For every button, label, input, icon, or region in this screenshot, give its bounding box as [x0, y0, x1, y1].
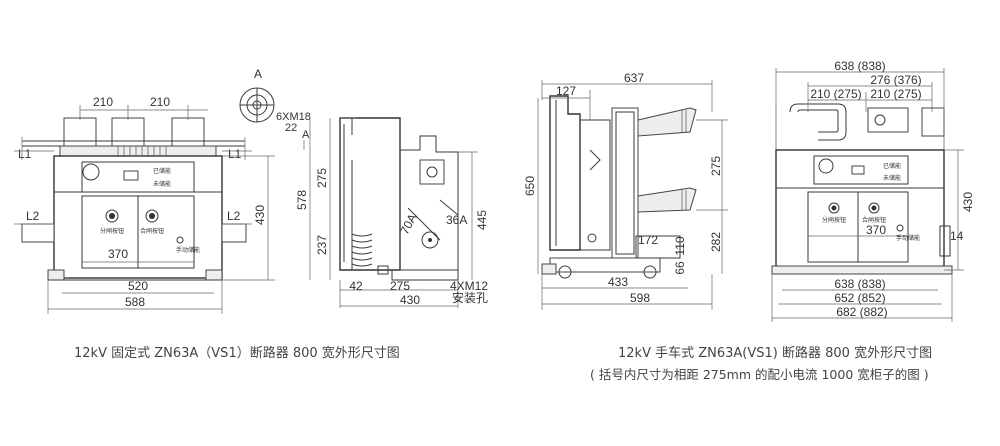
- side-mechanism: [400, 135, 459, 271]
- mid-dim-66: 66: [673, 261, 687, 275]
- dim-L1-left: L1: [18, 147, 32, 161]
- detail-a: A 6XM18 22 A: [239, 67, 311, 150]
- right-dim-638: 638 (838): [834, 59, 885, 73]
- detail-a-label: A: [254, 67, 262, 81]
- left-bottom-terminal: [21, 223, 55, 243]
- side-dim-578: 578: [295, 190, 309, 210]
- top-terminal-2: [111, 117, 145, 147]
- dim-430: 430: [253, 205, 267, 225]
- front-view-fixed: 已储能 未储能 分闸按钮 合闸按钮 手动储能 210 210 L1 L1: [14, 95, 275, 314]
- right-dim-210b: 210 (275): [870, 87, 921, 101]
- right-dim-370: 370: [866, 223, 886, 237]
- side-dim-275b: 275: [390, 279, 410, 293]
- dim-370: 370: [108, 247, 128, 261]
- trolley-front-panel: [549, 95, 581, 251]
- dim-210-right: 210: [150, 95, 170, 109]
- side-dim-237: 237: [315, 235, 329, 255]
- right-dim-276: 276 (376): [870, 73, 921, 87]
- right-foot: [205, 269, 223, 281]
- side-hole: 安装孔: [452, 290, 488, 305]
- mid-dim-650: 650: [523, 176, 537, 196]
- trolley-close-label: 合闸按钮: [862, 216, 886, 224]
- top-terminal-3: [171, 117, 205, 147]
- side-dim-42: 42: [349, 279, 363, 293]
- trolley-contact-arms: [637, 107, 697, 213]
- top-clamp: [867, 107, 909, 133]
- right-dim-430: 430: [961, 192, 975, 212]
- open-button-icon: [105, 209, 119, 223]
- top-busbar-plate: [59, 145, 217, 157]
- top-loop-arm: [789, 103, 847, 141]
- right-bottom-terminal: [221, 223, 247, 243]
- side-bolt: 4XM12: [450, 279, 488, 293]
- manual-charge-label: 手动储能: [176, 246, 200, 254]
- dim-L1-right: L1: [228, 147, 242, 161]
- trolley-not-ready-label: 未储能: [883, 174, 901, 182]
- side-dim-430: 430: [400, 293, 420, 307]
- status-window: [123, 170, 139, 181]
- breaker-body: [53, 155, 223, 279]
- mid-dim-433: 433: [608, 275, 628, 289]
- trolley-manual-label: 手动储能: [896, 234, 920, 242]
- left-foot: [47, 269, 65, 281]
- right-dim-652: 652 (852): [834, 291, 885, 305]
- front-view-trolley: 已储能 未储能 分闸按钮 合闸按钮 手动储能 638 (838) 276 (37…: [771, 59, 975, 322]
- trolley-open-button-icon: [828, 202, 840, 214]
- left-caption: 12kV 固定式 ZN63A（VS1）断路器 800 宽外形尺寸图: [74, 346, 400, 361]
- mid-dim-598: 598: [630, 291, 650, 305]
- close-button-icon: [145, 209, 159, 223]
- side-dim-36a: 36A: [446, 213, 467, 227]
- right-dim-638b: 638 (838): [834, 277, 885, 291]
- trolley-wheel-front: [558, 265, 572, 279]
- side-wheel: [421, 231, 439, 249]
- trolley-ready-label: 已储能: [883, 162, 901, 170]
- right-note: ( 括号内尺寸为相距 275mm 的配小电流 1000 宽柜子的图 ): [590, 367, 929, 382]
- top-terminal-1: [63, 117, 97, 147]
- detail-a-arrow-label: A: [302, 129, 310, 141]
- mid-dim-110: 110: [673, 236, 687, 255]
- dim-520: 520: [128, 279, 148, 293]
- right-caption: 12kV 手车式 ZN63A(VS1) 断路器 800 宽外形尺寸图: [618, 346, 933, 361]
- detail-a-22: 22: [285, 122, 297, 134]
- ready-label: 已储能: [153, 167, 171, 175]
- right-dim-14: 14: [950, 229, 964, 243]
- not-ready-label: 未储能: [153, 180, 171, 188]
- side-view-fixed: 275 578 237 445 70A 36A 42 275 430 4XM12…: [295, 117, 489, 308]
- detail-a-bolt: 6XM18: [276, 111, 311, 123]
- side-view-trolley: 637 127 650 275 282 172 110 66 433 598: [523, 71, 728, 310]
- trolley-open-label: 分闸按钮: [822, 216, 846, 224]
- mid-dim-172: 172: [638, 233, 658, 247]
- dim-588: 588: [125, 295, 145, 309]
- side-dim-445: 445: [475, 210, 489, 230]
- side-dim-275: 275: [315, 168, 329, 188]
- right-dim-682: 682 (882): [836, 305, 887, 319]
- mid-dim-127: 127: [556, 84, 576, 98]
- trolley-close-button-icon: [868, 202, 880, 214]
- mid-dim-275: 275: [709, 156, 723, 176]
- mid-dim-637: 637: [624, 71, 644, 85]
- dim-210-left: 210: [93, 95, 113, 109]
- trolley-base: [771, 265, 953, 275]
- right-dim-210a: 210 (275): [810, 87, 861, 101]
- side-insulator-coil: [351, 233, 373, 267]
- dim-L2-left: L2: [26, 209, 40, 223]
- mid-dim-282: 282: [709, 232, 723, 252]
- manual-charge-hole-icon: [176, 236, 184, 244]
- open-button-label: 分闸按钮: [100, 227, 124, 235]
- trolley-wheel-rear: [643, 265, 657, 279]
- trolley-chassis: [549, 257, 661, 273]
- close-button-label: 合闸按钮: [140, 227, 164, 235]
- counter-circle: [82, 163, 100, 181]
- dim-L2-right: L2: [227, 209, 241, 223]
